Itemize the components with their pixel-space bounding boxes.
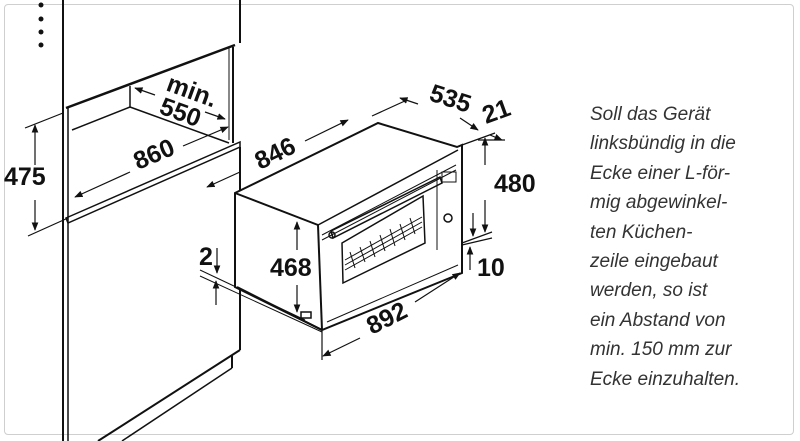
note-line: Ecke einer L-för- [590, 162, 731, 184]
dim-bottom-gap: 10 [477, 254, 505, 282]
dim-niche-height: 475 [4, 163, 46, 191]
note-line: mig abgewinkel- [590, 192, 728, 214]
note-line: linksbündig in die [590, 133, 736, 155]
dim-appliance-depth: 535 [426, 79, 474, 119]
dim-body-height: 468 [270, 254, 312, 282]
dim-front-thickness: 21 [478, 94, 514, 130]
note-line: zeile eingebaut [590, 251, 718, 273]
dim-niche-width: 860 [129, 133, 178, 175]
note-line: ein Abstand von [590, 309, 726, 331]
image-border [4, 4, 794, 435]
note-line: min. 150 mm zur [590, 339, 732, 361]
note-line: Ecke einzuhalten. [590, 368, 740, 390]
oven-outline [234, 121, 463, 332]
continuation-dots [38, 2, 44, 48]
note-line: Soll das Gerät [590, 104, 711, 125]
note-line: ten Küchen- [590, 221, 693, 243]
installation-note: Soll das Gerät linksbündig in die Ecke e… [590, 100, 790, 394]
dim-front-height: 480 [494, 170, 536, 198]
dim-side-gap: 2 [199, 243, 213, 271]
window-rack [344, 216, 423, 271]
control-knob-icon [443, 213, 453, 223]
dimension-lines [24, 87, 505, 360]
note-line: werden, so ist [590, 280, 708, 302]
